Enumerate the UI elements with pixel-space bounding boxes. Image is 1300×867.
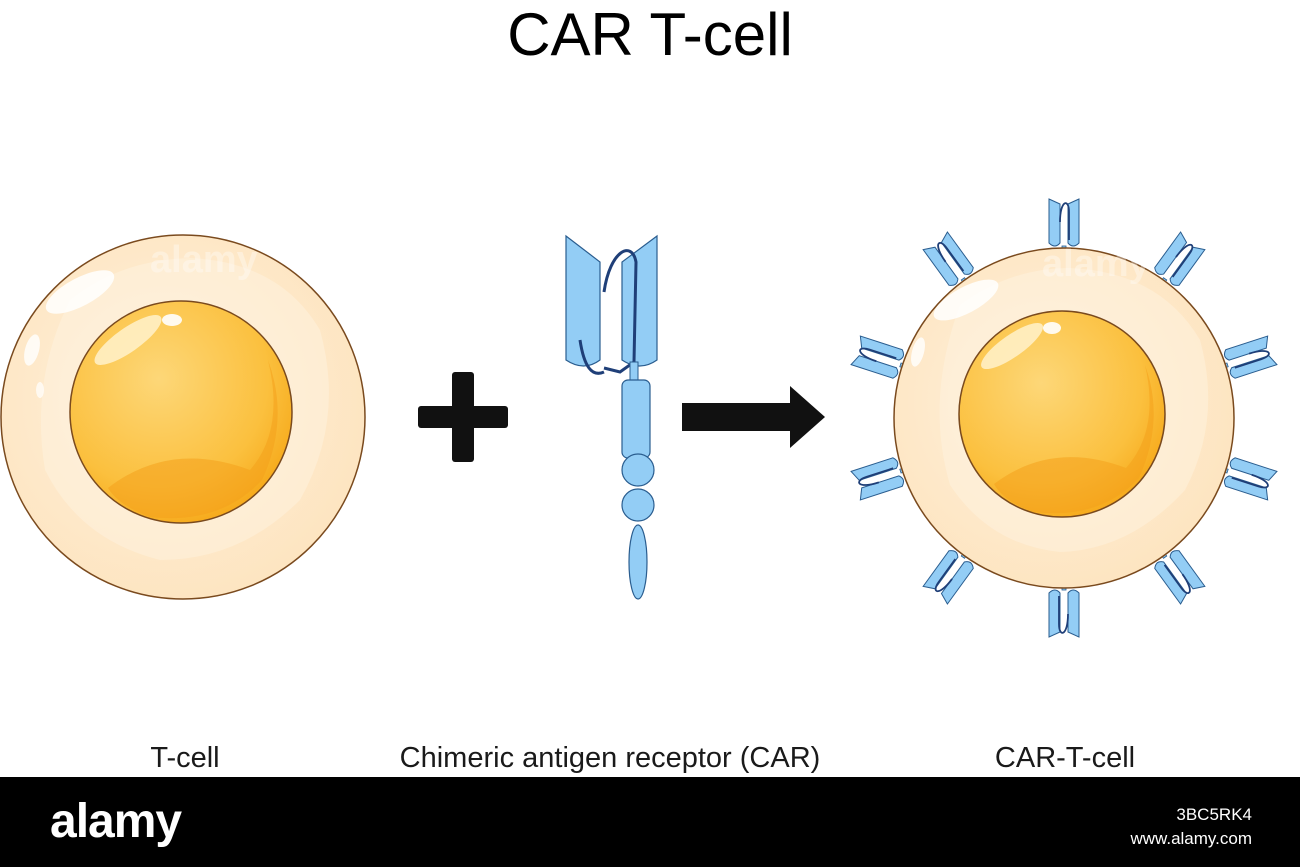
car-label: Chimeric antigen receptor (CAR) [399,742,821,774]
plus-icon [418,372,508,462]
watermark-text: alamy [150,239,258,281]
diagram-canvas: alamy [0,198,1278,638]
arrow-right-icon [682,386,825,448]
t-cell-illustration: alamy [0,234,366,600]
diagram-title: CAR T-cell [507,1,793,68]
watermark-text: alamy [1042,243,1150,285]
car-receptor-illustration [565,234,658,600]
website-link[interactable]: www.alamy.com [1130,829,1252,848]
car-t-cell-label: CAR-T-cell [994,742,1136,774]
alamy-logo[interactable]: alamy [50,795,182,848]
car-t-cell-illustration: alamy [850,198,1278,638]
footer-bar: alamy 3BC5RK4 www.alamy.com [0,777,1300,867]
t-cell-label: T-cell [150,742,220,774]
image-id: 3BC5RK4 [1176,805,1252,824]
